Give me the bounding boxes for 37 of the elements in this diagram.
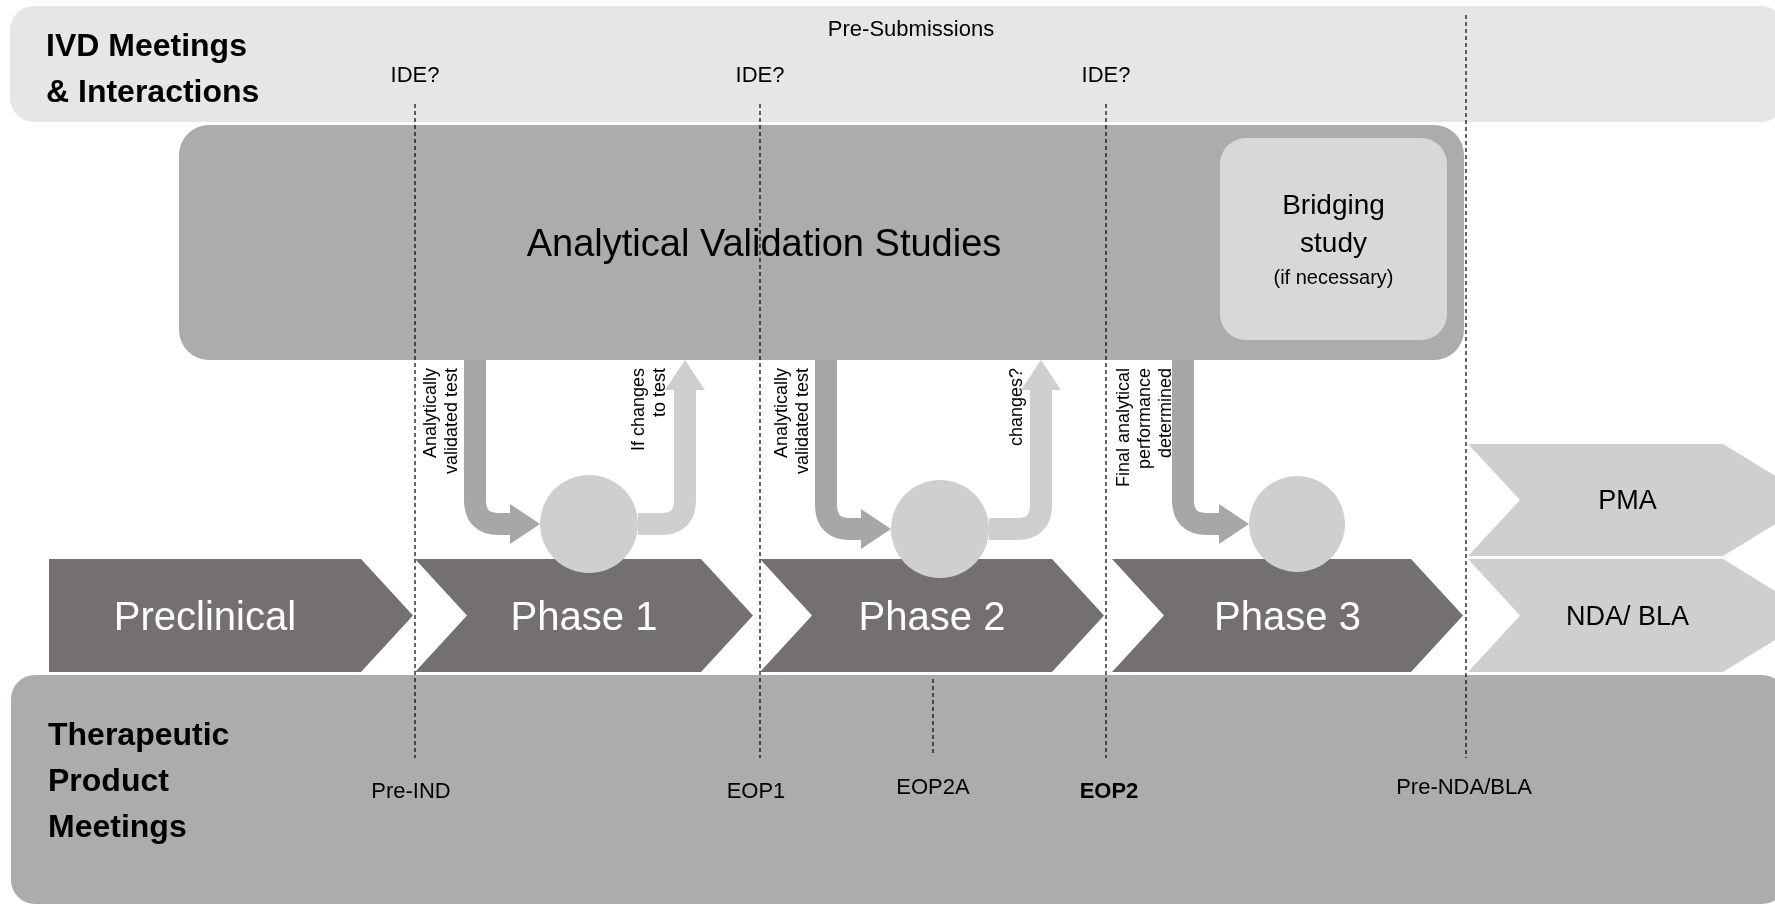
arrow xyxy=(1172,360,1249,544)
stage-banner xyxy=(1468,444,1775,556)
milestone-label: EOP2A xyxy=(896,774,970,800)
edge-label: changes? xyxy=(1006,368,1027,449)
stage-label: Phase 2 xyxy=(858,593,1006,638)
meeting-label: Pre-Submissions xyxy=(827,16,995,42)
arrow xyxy=(815,360,891,549)
milestone-label: Pre-NDA/BLA xyxy=(1396,774,1532,800)
stage-label: Preclinical xyxy=(113,593,297,638)
edge-label: If changes to test xyxy=(628,368,670,454)
arrow xyxy=(989,360,1061,540)
stage-banner xyxy=(760,559,1104,672)
arrow xyxy=(464,360,540,544)
band-title: Analytical Validation Studies xyxy=(526,221,1002,265)
stage-label: Phase 3 xyxy=(1214,593,1361,638)
stage-label: PMA xyxy=(1598,484,1657,516)
milestone-label: Pre-IND xyxy=(371,778,451,804)
edge-label: Analytically validated test xyxy=(420,368,462,477)
study-box xyxy=(1220,138,1447,340)
box-title: Bridging study xyxy=(1281,188,1386,260)
milestone-label: EOP2 xyxy=(1079,778,1139,804)
band-title: Therapeutic Product Meetings xyxy=(48,715,231,846)
stage-label: NDA/ BLA xyxy=(1566,600,1689,631)
arrow xyxy=(638,360,705,535)
edge-label: Analytically validated test xyxy=(771,368,813,477)
meetings-band xyxy=(11,675,1775,904)
edge-label: Final analytical performance determined xyxy=(1113,368,1176,490)
meetings-band xyxy=(10,6,1775,122)
stage-banner xyxy=(415,559,753,672)
milestone-label: EOP1 xyxy=(726,778,786,804)
band-title: IVD Meetings & Interactions xyxy=(46,26,261,111)
stage-banner xyxy=(1468,559,1775,672)
stage-banner xyxy=(1112,559,1463,672)
stage-label: Phase 1 xyxy=(510,593,658,638)
study-band xyxy=(179,125,1464,360)
box-note: (if necessary) xyxy=(1273,265,1394,290)
stage-banner xyxy=(49,559,413,672)
